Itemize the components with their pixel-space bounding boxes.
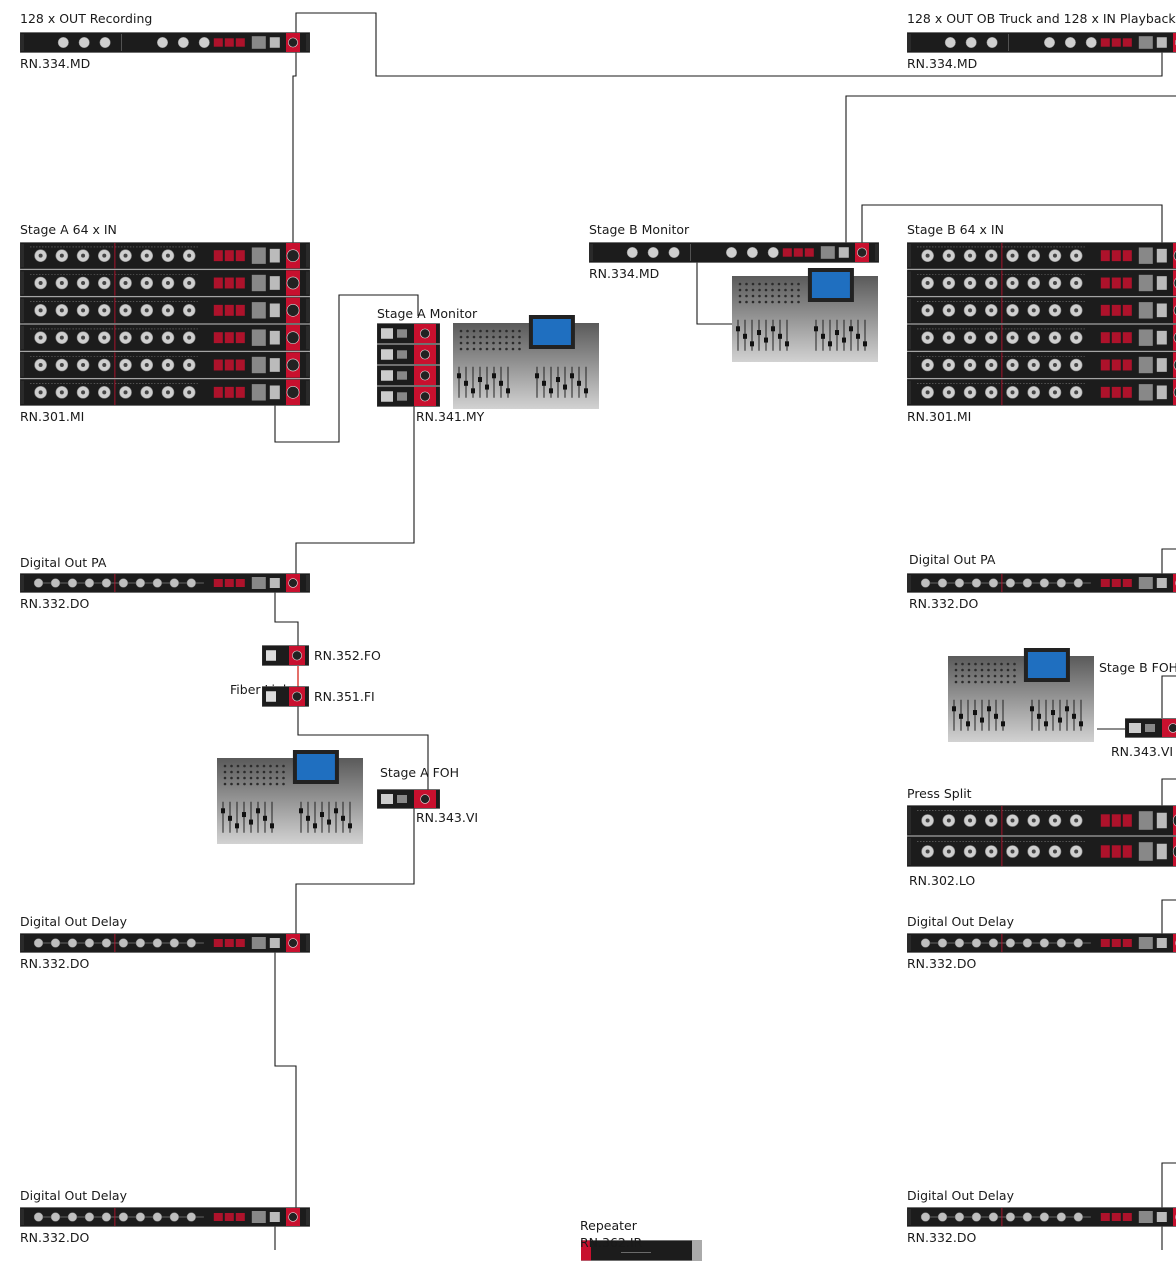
rack-graphic [20,573,310,593]
ob-model: RN.334.MD [907,57,977,71]
stageA-foh-title: Stage A FOH [380,766,459,780]
wire-dod1-to-dod2 [275,952,296,1208]
rack-graphic [377,323,440,407]
stageB-foh-console [948,648,1094,742]
stageB-monitor-unit[interactable] [589,242,879,263]
ob-title: 128 x OUT OB Truck and 128 x IN Playback [907,12,1176,26]
dod-a2-model: RN.332.DO [20,1231,89,1245]
rack-graphic [907,573,1176,593]
press-title: Press Split [907,787,972,801]
stageB-monitor-model: RN.334.MD [589,267,659,281]
rack-graphic [377,789,440,809]
press-unit[interactable] [907,805,1176,867]
stageA-in-unit[interactable] [20,242,310,406]
stageA-monitor-console [453,315,599,409]
dopa-a-model: RN.332.DO [20,597,89,611]
ob-unit[interactable] [907,32,1176,53]
dod-a1-title: Digital Out Delay [20,915,127,929]
wire-dodB2 [1162,1163,1176,1208]
stageB-in-model: RN.301.MI [907,410,971,424]
wire-dopaB [1162,549,1176,575]
rack-graphic [20,933,310,953]
fi-model: RN.351.FI [314,690,375,704]
stageA-foh-model: RN.343.VI [416,811,478,825]
stageA-monitor-model: RN.341.MY [416,410,484,424]
wire-fohB [1162,676,1176,718]
stageB-monitor-console [732,268,878,362]
stageB-monitor-title: Stage B Monitor [589,223,689,237]
rack-graphic [20,32,310,53]
stageA-foh-console [217,750,363,844]
dod-b2-unit[interactable] [907,1207,1176,1227]
wire-recording-to-stageA-in [293,52,296,245]
stageA-monitor-unit[interactable] [377,323,440,407]
dod-a1-model: RN.332.DO [20,957,89,971]
rack-graphic [907,242,1176,406]
dopa-b-title: Digital Out PA [909,553,995,567]
rack-graphic [1125,718,1176,738]
rack-graphic [262,686,309,707]
repeater-model: RN.362.IR [580,1236,642,1250]
stageB-foh-title: Stage B FOH [1099,661,1176,675]
dopa-b-model: RN.332.DO [909,597,978,611]
dopa-a-unit[interactable] [20,573,310,593]
stageA-foh-unit[interactable] [377,789,440,809]
stageB-in-unit[interactable] [907,242,1176,406]
wire-stageB-monitor-console [697,262,734,324]
press-model: RN.302.LO [909,874,975,888]
wire-press [1162,779,1176,806]
dod-b1-unit[interactable] [907,933,1176,953]
wire-monitor-to-dopa [296,406,414,575]
stageB-foh-model: RN.343.VI [1111,745,1173,759]
recording-model: RN.334.MD [20,57,90,71]
wire-dodB1 [1162,900,1176,934]
rack-graphic [589,242,879,263]
rack-graphic [907,805,1176,867]
wire-stageB-monitor-up [846,96,1176,244]
mixing-console-graphic [453,315,599,409]
wire-dopa-to-fo [275,592,298,648]
dod-a2-title: Digital Out Delay [20,1189,127,1203]
stageB-foh-unit[interactable] [1125,718,1176,738]
rack-graphic [907,32,1176,53]
repeater-title: Repeater [580,1219,637,1233]
dod-b2-model: RN.332.DO [907,1231,976,1245]
rack-graphic [907,1207,1176,1227]
mixing-console-graphic [217,750,363,844]
wire-dod2-to-repeater [275,1226,582,1250]
stageB-in-title: Stage B 64 x IN [907,223,1004,237]
dod-b2-title: Digital Out Delay [907,1189,1014,1203]
fo-model: RN.352.FO [314,649,381,663]
fi-unit[interactable] [262,686,309,707]
stageA-in-title: Stage A 64 x IN [20,223,117,237]
dopa-a-title: Digital Out PA [20,556,106,570]
mixing-console-graphic [732,268,878,362]
dopa-b-unit[interactable] [907,573,1176,593]
rack-graphic [20,1207,310,1227]
dod-b1-title: Digital Out Delay [907,915,1014,929]
rack-graphic [262,645,309,666]
dod-a1-unit[interactable] [20,933,310,953]
rack-graphic [907,933,1176,953]
dod-a2-unit[interactable] [20,1207,310,1227]
recording-unit[interactable] [20,32,310,53]
dod-b1-model: RN.332.DO [907,957,976,971]
recording-title: 128 x OUT Recording [20,12,152,26]
fo-unit[interactable] [262,645,309,666]
mixing-console-graphic [948,648,1094,742]
rack-graphic [20,242,310,406]
stageA-in-model: RN.301.MI [20,410,84,424]
